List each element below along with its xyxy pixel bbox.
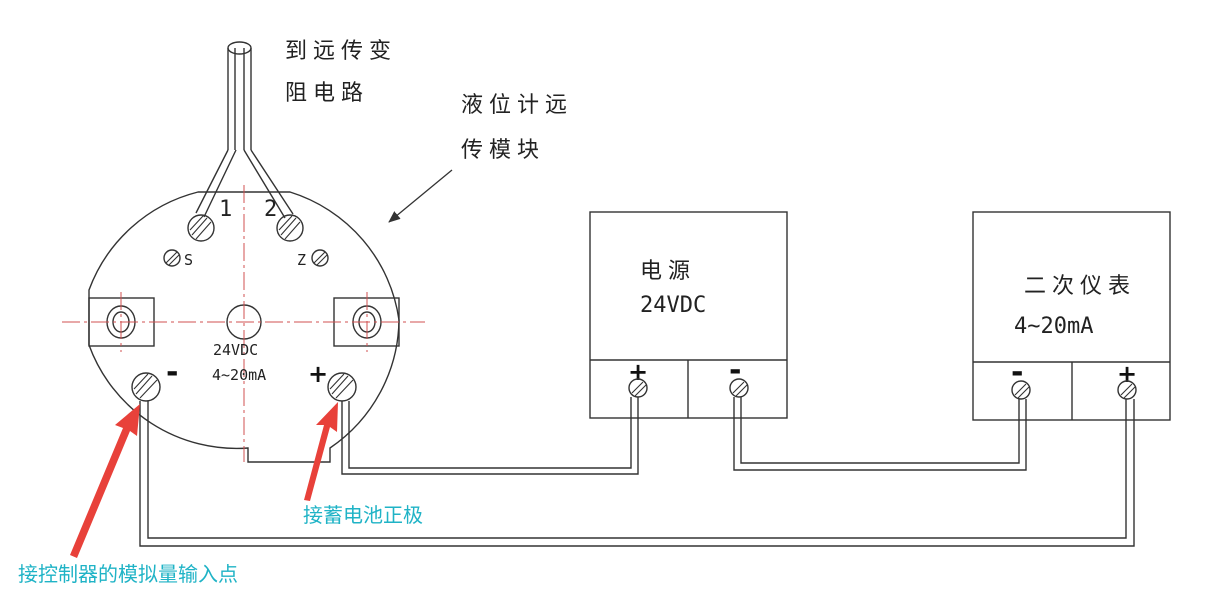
terminal-z-label: Z [297,251,306,269]
battery-positive-note: 接蓄电池正极 [303,503,423,527]
meter-minus-screw [1011,380,1031,400]
battery-positive-arrow [304,402,338,501]
cable-bundle [195,41,294,219]
terminal-1-label: 1 [219,197,232,222]
terminal-screws [131,214,357,402]
wire-module-plus-to-psu-plus [341,397,639,475]
level-gauge-module [62,185,425,463]
power-supply-box [589,211,788,419]
psu-voltage: 24VDC [640,293,706,318]
module-title-line1: 液位计远 [461,93,573,118]
meter-plus-label: + [1117,360,1137,388]
psu-minus-screw [729,378,749,398]
meter-title: 二次仪表 [1024,274,1136,299]
secondary-instrument-box [972,211,1171,421]
module-rating-current: 4~20mA [212,366,266,384]
terminal-1-screw [187,214,215,242]
analog-input-arrow [70,404,140,558]
meter-range: 4~20mA [1014,314,1093,339]
terminal-s-screw [163,249,181,267]
terminal-2-label: 2 [264,197,277,222]
meter-plus-screw [1117,380,1137,400]
wire-psu-minus-to-meter-minus [733,397,1027,471]
cable-destination-line1: 到远传变 [285,39,397,64]
module-rating-voltage: 24VDC [213,341,258,359]
cable-destination-line2: 阻电路 [285,81,369,106]
module-minus-screw [131,372,161,402]
analog-input-note: 接控制器的模拟量输入点 [18,562,238,586]
terminal-z-screw [311,249,329,267]
module-title-line2: 传模块 [461,138,545,163]
terminal-s-label: S [184,251,193,269]
module-minus-label: - [166,355,178,390]
psu-title: 电源 [640,259,696,284]
module-pointer-arrow [388,169,453,223]
module-plus-label: + [308,360,328,388]
terminal-2-screw [276,214,304,242]
psu-plus-label: + [628,358,648,386]
wire-module-minus-to-meter-plus [139,399,1135,547]
module-plus-screw [327,372,357,402]
